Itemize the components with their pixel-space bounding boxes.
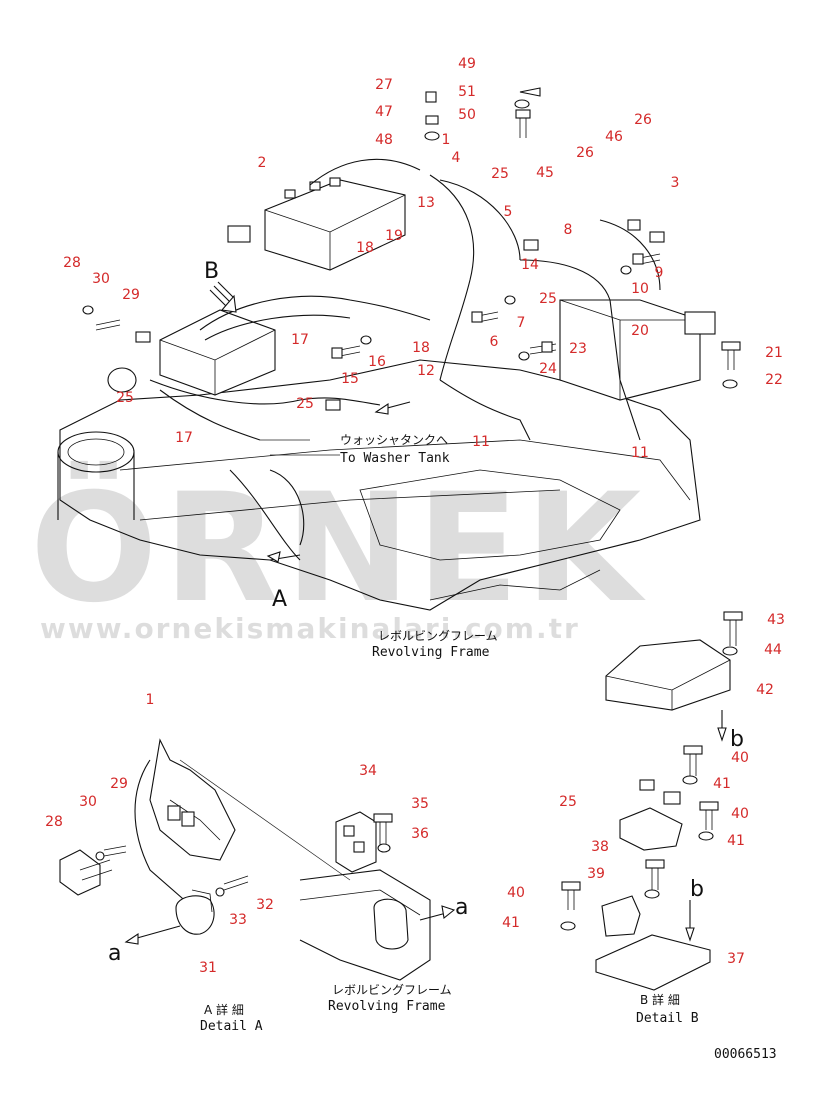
revolving-frame-label-jp: レボルビングフレーム (378, 629, 498, 643)
detail-a-assembly (59, 738, 351, 945)
callout-22: 22 (765, 372, 783, 388)
callout-40: 40 (731, 806, 749, 822)
washer-tank-label-en: To Washer Tank (340, 451, 450, 466)
callout-14: 14 (521, 257, 539, 273)
callout-5: 5 (504, 204, 513, 220)
callout-34: 34 (359, 763, 377, 779)
callout-37: 37 (727, 951, 745, 967)
detail-a-title-en: Detail A (200, 1019, 263, 1034)
watermark-url: www.ornekismakinalari.com.tr (40, 612, 580, 645)
callout-35: 35 (411, 796, 429, 812)
main-assembly (57, 87, 741, 611)
callout-36: 36 (411, 826, 429, 842)
detail-b-assembly (560, 611, 743, 991)
callout-3: 3 (671, 175, 680, 191)
callout-20: 20 (631, 323, 649, 339)
callout-25: 25 (296, 396, 314, 412)
callout-6: 6 (490, 334, 499, 350)
arrow-a-left-label: a (108, 941, 121, 966)
callout-38: 38 (591, 839, 609, 855)
callout-29: 29 (122, 287, 140, 303)
callout-10: 10 (631, 281, 649, 297)
callout-39: 39 (587, 866, 605, 882)
callout-45: 45 (536, 165, 554, 181)
callout-25: 25 (116, 390, 134, 406)
callout-8: 8 (564, 222, 573, 238)
callout-40: 40 (731, 750, 749, 766)
callout-18: 18 (412, 340, 430, 356)
callout-24: 24 (539, 361, 557, 377)
revolving-frame-label-en: Revolving Frame (372, 645, 490, 660)
arrow-b-bottom-label: b (690, 877, 704, 902)
callout-25: 25 (491, 166, 509, 182)
callout-41: 41 (713, 776, 731, 792)
callout-42: 42 (756, 682, 774, 698)
callout-2: 2 (258, 155, 267, 171)
callout-1: 1 (442, 132, 451, 148)
callout-4: 4 (452, 150, 461, 166)
washer-tank-label-jp: ウォッシャタンクへ (340, 433, 448, 447)
callout-25: 25 (539, 291, 557, 307)
callout-17: 17 (291, 332, 309, 348)
callout-48: 48 (375, 132, 393, 148)
callout-28: 28 (63, 255, 81, 271)
revolving-frame-detail-label-en: Revolving Frame (328, 999, 446, 1014)
callout-30: 30 (79, 794, 97, 810)
callout-26: 26 (576, 145, 594, 161)
callout-40: 40 (507, 885, 525, 901)
callout-26: 26 (634, 112, 652, 128)
callout-32: 32 (256, 897, 274, 913)
callout-7: 7 (517, 315, 526, 331)
arrow-b-top-label: b (730, 727, 744, 752)
callout-11: 11 (631, 445, 649, 461)
callout-18: 18 (356, 240, 374, 256)
callout-15: 15 (341, 371, 359, 387)
view-a-marker: A (272, 587, 287, 612)
callout-12: 12 (417, 363, 435, 379)
arrow-a-right-label: a (455, 895, 468, 920)
callout-43: 43 (767, 612, 785, 628)
revolving-frame-detail-label-jp: レボルビングフレーム (332, 983, 452, 997)
callout-49: 49 (458, 56, 476, 72)
watermark-brand: ÖRNEK (30, 460, 647, 636)
callout-50: 50 (458, 107, 476, 123)
detail-b-title-en: Detail B (636, 1011, 699, 1026)
callout-19: 19 (385, 228, 403, 244)
callout-17: 17 (175, 430, 193, 446)
detail-b-title-jp: B 詳 細 (640, 992, 680, 1007)
view-b-marker: B (204, 259, 219, 284)
drawing-number: 00066513 (714, 1047, 777, 1062)
detail-frame-assembly (299, 811, 456, 981)
detail-a-title-jp: A 詳 細 (204, 1002, 244, 1017)
callout-25: 25 (559, 794, 577, 810)
callout-21: 21 (765, 345, 783, 361)
callout-23: 23 (569, 341, 587, 357)
callout-46: 46 (605, 129, 623, 145)
callout-29: 29 (110, 776, 128, 792)
callout-41: 41 (727, 833, 745, 849)
callout-11: 11 (472, 434, 490, 450)
callout-51: 51 (458, 84, 476, 100)
callout-16: 16 (368, 354, 386, 370)
callout-13: 13 (417, 195, 435, 211)
callout-47: 47 (375, 104, 393, 120)
callout-1: 1 (146, 692, 155, 708)
callout-44: 44 (764, 642, 782, 658)
callout-41: 41 (502, 915, 520, 931)
callout-31: 31 (199, 960, 217, 976)
callout-30: 30 (92, 271, 110, 287)
callout-33: 33 (229, 912, 247, 928)
callout-28: 28 (45, 814, 63, 830)
callout-27: 27 (375, 77, 393, 93)
callout-9: 9 (655, 265, 664, 281)
